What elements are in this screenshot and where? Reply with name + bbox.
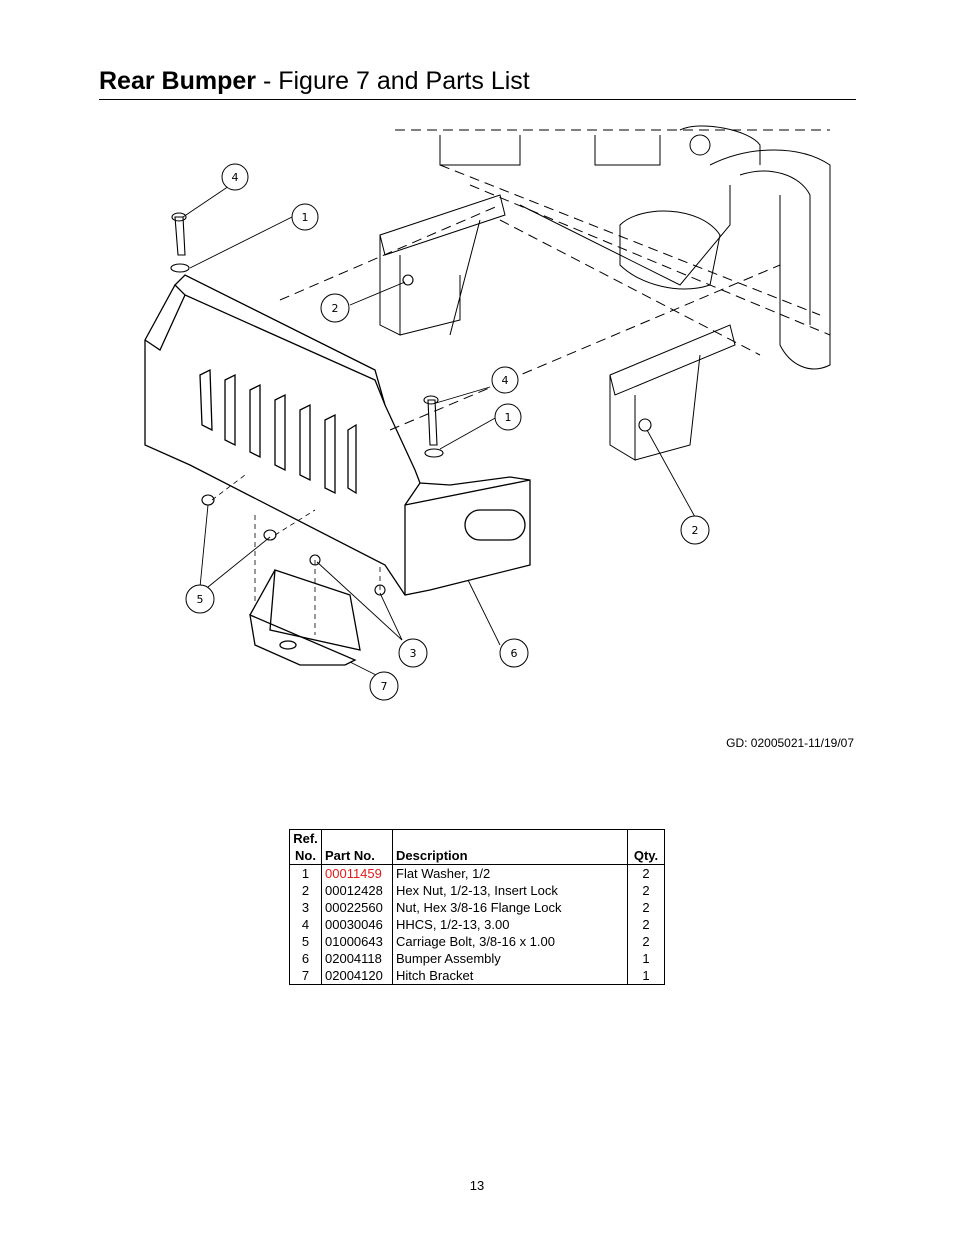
- hitch-bracket: [249, 569, 361, 666]
- part-cell: 00012428: [321, 882, 393, 899]
- svg-text:7: 7: [381, 680, 388, 693]
- qty-cell: 2: [627, 882, 665, 899]
- tractor-frame: [279, 129, 831, 431]
- description-cell: HHCS, 1/2-13, 3.00: [392, 916, 628, 933]
- tractor-frame-solid: [379, 125, 831, 461]
- table-row: 6 02004118 Bumper Assembly 1: [289, 950, 665, 967]
- ref-cell: 1: [289, 864, 322, 882]
- callout-1b: 1: [494, 403, 522, 431]
- parts-table: Ref.No. Part No. Description Qty. 1 0001…: [289, 829, 665, 985]
- callout-6: 6: [499, 638, 529, 668]
- table-row: 1 00011459 Flat Washer, 1/2 2: [289, 864, 665, 882]
- page-title-rest: - Figure 7 and Parts List: [256, 67, 530, 95]
- header-description: Description: [392, 829, 628, 865]
- table-row: 5 01000643 Carriage Bolt, 3/8-16 x 1.00 …: [289, 933, 665, 950]
- svg-text:2: 2: [692, 524, 699, 537]
- exploded-diagram: 4 1 2 4 1 2 5 3 6 7: [140, 125, 840, 715]
- page-header: Rear Bumper - Figure 7 and Parts List: [99, 64, 856, 100]
- ref-cell: 5: [289, 933, 322, 950]
- svg-text:5: 5: [197, 593, 204, 606]
- svg-text:1: 1: [302, 211, 309, 224]
- svg-text:1: 1: [505, 411, 512, 424]
- callout-5: 5: [185, 584, 215, 614]
- svg-text:4: 4: [232, 171, 239, 184]
- page-number: 13: [469, 1178, 485, 1193]
- qty-cell: 2: [627, 899, 665, 916]
- parts-table-header: Ref.No. Part No. Description Qty.: [289, 829, 665, 865]
- callout-7: 7: [369, 671, 399, 701]
- description-cell: Bumper Assembly: [392, 950, 628, 967]
- part-link[interactable]: 00011459: [321, 864, 393, 882]
- page-title-bold: Rear Bumper: [99, 67, 256, 95]
- callout-2a: 2: [320, 293, 350, 323]
- description-cell: Hitch Bracket: [392, 967, 628, 985]
- ref-cell: 3: [289, 899, 322, 916]
- part-cell: 01000643: [321, 933, 393, 950]
- qty-cell: 2: [627, 916, 665, 933]
- header-qty: Qty.: [627, 829, 665, 865]
- bumper-assembly: [144, 274, 531, 596]
- table-row: 2 00012428 Hex Nut, 1/2-13, Insert Lock …: [289, 882, 665, 899]
- callout-2b: 2: [680, 515, 710, 545]
- qty-cell: 1: [627, 950, 665, 967]
- part-cell: 02004118: [321, 950, 393, 967]
- qty-cell: 2: [627, 933, 665, 950]
- table-row: 4 00030046 HHCS, 1/2-13, 3.00 2: [289, 916, 665, 933]
- svg-text:3: 3: [410, 647, 417, 660]
- svg-text:2: 2: [332, 302, 339, 315]
- description-cell: Carriage Bolt, 3/8-16 x 1.00: [392, 933, 628, 950]
- table-row: 7 02004120 Hitch Bracket 1: [289, 967, 665, 985]
- qty-cell: 1: [627, 967, 665, 985]
- table-row: 3 00022560 Nut, Hex 3/8-16 Flange Lock 2: [289, 899, 665, 916]
- ref-cell: 2: [289, 882, 322, 899]
- figure-code: GD: 02005021-11/19/07: [726, 736, 854, 750]
- ref-cell: 4: [289, 916, 322, 933]
- assembly-lines: [211, 474, 381, 635]
- part-cell: 02004120: [321, 967, 393, 985]
- part-cell: 00030046: [321, 916, 393, 933]
- qty-cell: 2: [627, 864, 665, 882]
- svg-text:6: 6: [511, 647, 518, 660]
- callout-4b: 4: [491, 366, 519, 394]
- page-title: Rear Bumper - Figure 7 and Parts List: [99, 64, 856, 98]
- svg-text:4: 4: [502, 374, 509, 387]
- ref-cell: 7: [289, 967, 322, 985]
- description-cell: Flat Washer, 1/2: [392, 864, 628, 882]
- callout-4a: 4: [221, 163, 249, 191]
- fasteners: [170, 212, 652, 596]
- description-cell: Nut, Hex 3/8-16 Flange Lock: [392, 899, 628, 916]
- ref-cell: 6: [289, 950, 322, 967]
- part-cell: 00022560: [321, 899, 393, 916]
- header-ref: Ref.No.: [289, 829, 322, 865]
- description-cell: Hex Nut, 1/2-13, Insert Lock: [392, 882, 628, 899]
- callout-3: 3: [398, 638, 428, 668]
- header-part-no: Part No.: [321, 829, 393, 865]
- callouts: 4 1 2 4 1 2 5 3 6 7: [185, 163, 710, 701]
- callout-1a: 1: [291, 203, 319, 231]
- callout-leaders: [182, 181, 696, 678]
